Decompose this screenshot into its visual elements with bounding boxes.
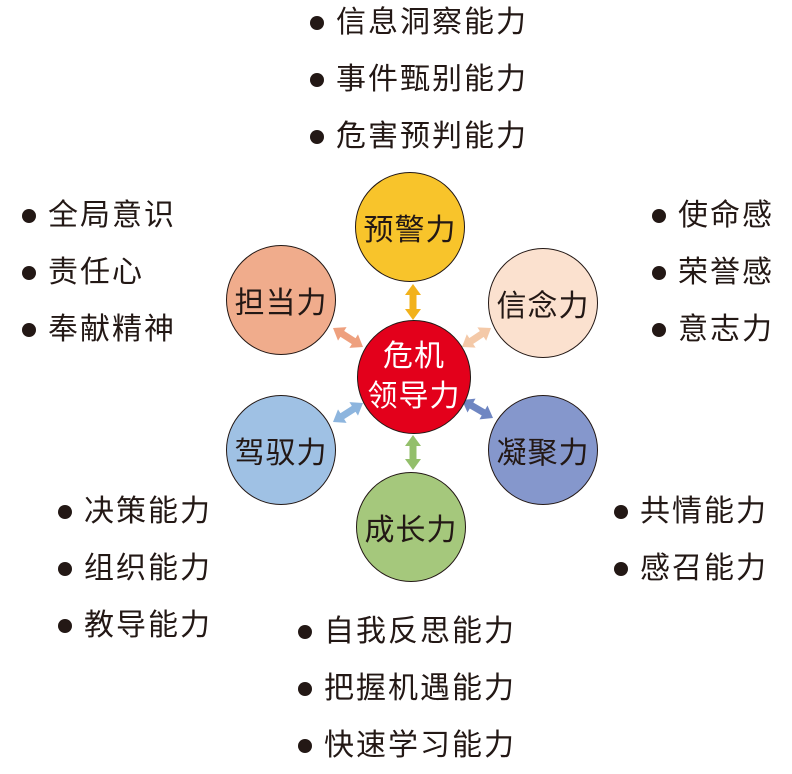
list-item: 把握机遇能力 [298,660,516,717]
list-item-text: 决策能力 [84,493,212,529]
list-yujing: 信息洞察能力事件甄别能力危害预判能力 [310,0,528,165]
bullet-dot-icon [298,738,312,753]
list-item: 奉献精神 [22,301,176,358]
node-ningju: 凝聚力 [488,395,598,505]
bullet-dot-icon [22,208,36,223]
node-chengzhang-label: 成长力 [364,513,458,548]
bullet-dot-icon [310,72,324,87]
list-item-text: 共情能力 [640,493,768,529]
list-item: 事件甄别能力 [310,51,528,108]
list-item: 使命感 [652,187,774,244]
node-yujing-label: 预警力 [363,213,457,248]
bullet-dot-icon [298,681,312,696]
center-label-line2: 领导力 [367,379,461,414]
list-item-text: 自我反思能力 [324,613,516,649]
center-label-line1: 危机 [383,339,445,374]
bullet-dot-icon [652,208,666,223]
list-item: 危害预判能力 [310,108,528,165]
list-item-text: 危害预判能力 [336,118,528,154]
list-item-text: 责任心 [48,254,144,290]
list-item: 荣誉感 [652,244,774,301]
list-item: 教导能力 [58,597,212,654]
arrow-ningju-icon [462,398,493,420]
node-chengzhang: 成长力 [356,472,466,582]
bullet-dot-icon [614,504,628,519]
list-dandang: 全局意识责任心奉献精神 [22,187,176,358]
list-item-text: 意志力 [678,311,774,347]
list-item: 自我反思能力 [298,603,516,660]
node-xinnian: 信念力 [488,248,598,358]
node-jiayu: 驾驭力 [226,395,336,505]
list-item-text: 组织能力 [84,550,212,586]
list-item: 决策能力 [58,483,212,540]
node-yujing: 预警力 [355,172,465,282]
bullet-dot-icon [310,15,324,30]
node-ningju-label: 凝聚力 [496,436,590,471]
bullet-dot-icon [22,265,36,280]
bullet-dot-icon [310,129,324,144]
bullet-dot-icon [614,561,628,576]
list-item: 组织能力 [58,540,212,597]
arrow-xinnian-icon [462,327,491,348]
bullet-dot-icon [298,624,312,639]
list-item: 感召能力 [614,540,768,597]
node-jiayu-label: 驾驭力 [234,436,328,471]
list-item: 意志力 [652,301,774,358]
list-ningju: 共情能力感召能力 [614,483,768,597]
list-item: 共情能力 [614,483,768,540]
arrow-chengzhang-icon [405,435,421,470]
node-xinnian-label: 信念力 [496,289,590,324]
list-jiayu: 决策能力组织能力教导能力 [58,483,212,654]
list-item-text: 把握机遇能力 [324,670,516,706]
list-item: 全局意识 [22,187,176,244]
list-item-text: 全局意识 [48,197,176,233]
list-item-text: 奉献精神 [48,311,176,347]
center-circle-crisis-leadership: 危机 领导力 [357,320,471,434]
list-item-text: 感召能力 [640,550,768,586]
arrow-dandang-icon [333,327,363,348]
list-item: 快速学习能力 [298,717,516,774]
arrow-yujing-icon [405,284,421,320]
bullet-dot-icon [58,618,72,633]
bullet-dot-icon [58,504,72,519]
node-dandang: 担当力 [226,245,336,355]
list-item-text: 使命感 [678,197,774,233]
bullet-dot-icon [22,322,36,337]
arrow-jiayu-icon [333,402,363,423]
list-item-text: 荣誉感 [678,254,774,290]
bullet-dot-icon [652,322,666,337]
list-item: 信息洞察能力 [310,0,528,51]
list-chengzhang: 自我反思能力把握机遇能力快速学习能力 [298,603,516,774]
list-item-text: 教导能力 [84,607,212,643]
bullet-dot-icon [652,265,666,280]
list-item: 责任心 [22,244,176,301]
list-item-text: 事件甄别能力 [336,61,528,97]
node-dandang-label: 担当力 [234,286,328,321]
list-item-text: 信息洞察能力 [336,4,528,40]
list-item-text: 快速学习能力 [324,727,516,763]
bullet-dot-icon [58,561,72,576]
list-xinnian: 使命感荣誉感意志力 [652,187,774,358]
